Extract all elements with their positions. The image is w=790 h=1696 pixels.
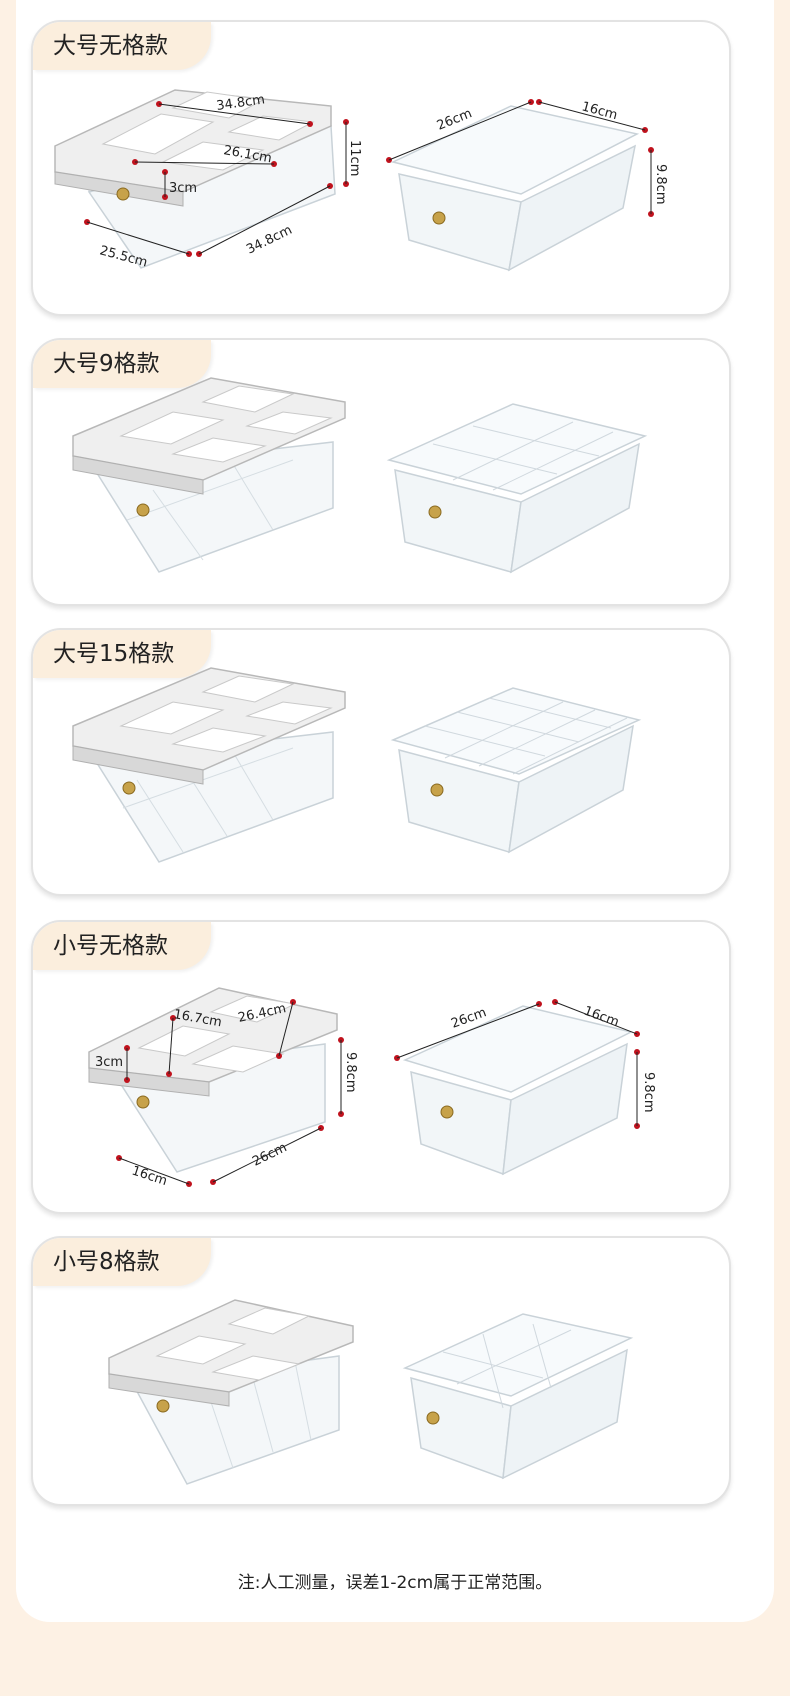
open-box-image bbox=[386, 403, 648, 574]
lidded-box-image: 16.7cm 26.4cm 3cm 9.8cm 16cm 26cm bbox=[88, 987, 358, 1190]
dim-depth: 3cm bbox=[169, 181, 197, 196]
lidded-box-image bbox=[108, 1299, 354, 1485]
card-large-no-grid: 大号无格款 34.8cm 26.1cm 3cm 11cm 25.5cm 34. bbox=[31, 20, 731, 316]
card-small-8-grid: 小号8格款 bbox=[31, 1236, 731, 1506]
product-illustration bbox=[72, 667, 642, 863]
lidded-box-image: 34.8cm 26.1cm 3cm 11cm 25.5cm 34.8cm bbox=[54, 89, 362, 270]
card-small-no-grid: 小号无格款 16.7cm 26.4cm 3cm 9.8cm 16cm 26cm bbox=[31, 920, 731, 1214]
open-box-image bbox=[390, 687, 642, 854]
section-label: 小号8格款 bbox=[33, 1238, 211, 1286]
card-large-15-grid: 大号15格款 bbox=[31, 628, 731, 896]
dim-bottom-length: 34.8cm bbox=[244, 223, 294, 258]
dim-bottom-width: 16cm bbox=[130, 1164, 169, 1190]
product-illustration bbox=[72, 377, 648, 574]
open-box-image: 26cm 16cm 9.8cm bbox=[394, 999, 656, 1176]
section-label: 大号15格款 bbox=[33, 630, 211, 678]
section-label: 大号无格款 bbox=[33, 22, 211, 70]
dim-height: 11cm bbox=[347, 140, 362, 176]
dim-box-height: 9.8cm bbox=[641, 1072, 656, 1113]
dim-height: 9.8cm bbox=[343, 1052, 358, 1093]
dim-box-height: 9.8cm bbox=[653, 164, 668, 205]
product-illustration: 16.7cm 26.4cm 3cm 9.8cm 16cm 26cm 26cm 1… bbox=[88, 987, 656, 1190]
dim-top-length: 34.8cm bbox=[215, 92, 265, 114]
lidded-box-image bbox=[72, 377, 346, 573]
footnote: 注:人工测量，误差1-2cm属于正常范围。 bbox=[237, 1573, 553, 1593]
section-label: 小号无格款 bbox=[33, 922, 211, 970]
open-box-image bbox=[402, 1313, 634, 1480]
card-large-9-grid: 大号9格款 bbox=[31, 338, 731, 606]
lidded-box-image bbox=[72, 667, 346, 863]
open-box-image: 26cm 16cm 9.8cm bbox=[386, 99, 668, 272]
product-illustration: 34.8cm 26.1cm 3cm 11cm 25.5cm 34.8cm 26c… bbox=[54, 89, 668, 272]
section-label: 大号9格款 bbox=[33, 340, 211, 388]
dim-depth: 3cm bbox=[95, 1055, 123, 1070]
product-illustration bbox=[108, 1299, 634, 1485]
dim-box-width: 16cm bbox=[580, 99, 619, 123]
